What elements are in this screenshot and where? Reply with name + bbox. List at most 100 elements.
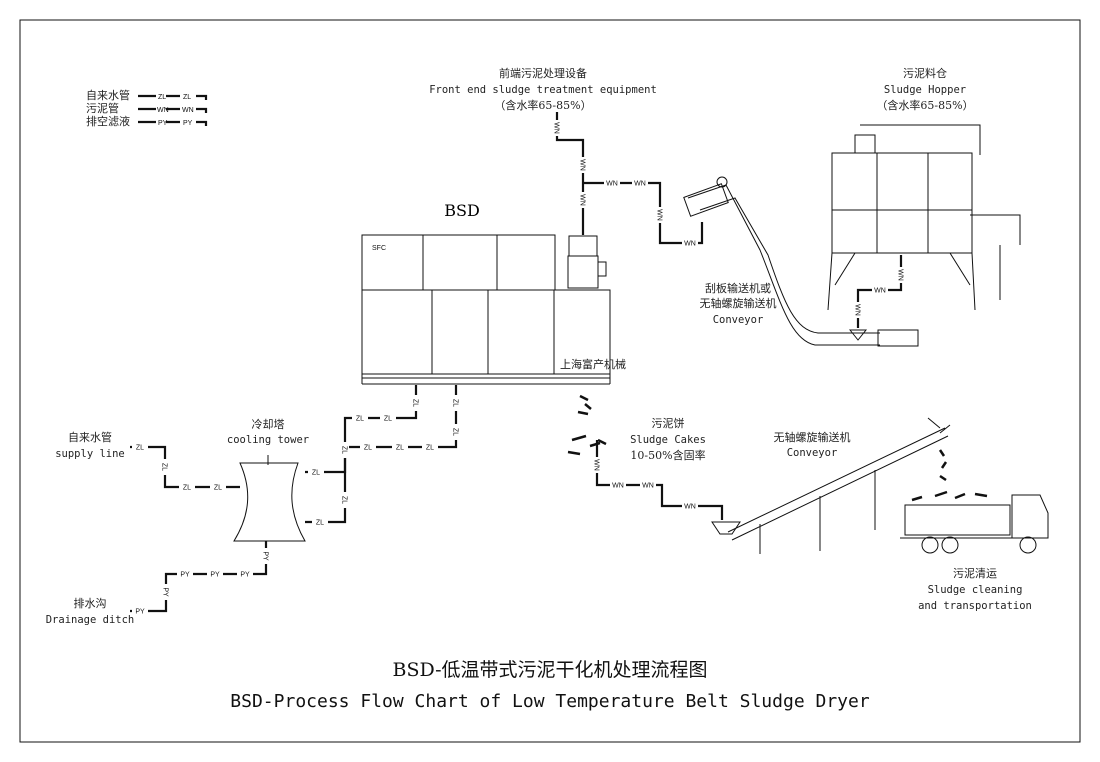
- bsd-dryer: BSD SFC 上海富产机械: [361, 201, 626, 385]
- pipe-tag: WN: [606, 181, 618, 188]
- pipe-tag: WN: [874, 288, 886, 295]
- title-en: BSD-Process Flow Chart of Low Temperatur…: [230, 691, 870, 712]
- pipe-tag: ZL: [312, 470, 320, 477]
- pipe-tag: WN: [684, 504, 696, 511]
- front-end-note: （含水率65-85%）: [494, 98, 591, 112]
- sludge-hopper: [827, 124, 1021, 311]
- pipe-tag-bg: [452, 395, 460, 411]
- pipe-tag-bg: [682, 502, 698, 510]
- pipe-tag: ZL: [364, 445, 372, 452]
- pipe-tag-bg: [422, 443, 438, 451]
- sfc-label: SFC: [372, 245, 386, 252]
- scraper-cn2: 无轴螺旋输送机: [700, 296, 777, 310]
- screw-en: Conveyor: [787, 447, 838, 459]
- pipe-tag-bg: [854, 302, 862, 318]
- pipe-tag-bg: [162, 584, 170, 600]
- front-end-label: 前端污泥处理设备 Front end sludge treatment equi…: [429, 66, 657, 112]
- pipe-tag-bg: [132, 443, 148, 451]
- legend-code: ZL: [158, 94, 166, 101]
- pipe-tag: WN: [579, 159, 586, 171]
- cooling-tower: 冷却塔 cooling tower: [227, 418, 309, 542]
- pipe-tag-bg: [179, 483, 195, 491]
- pipe-tag: WN: [553, 122, 560, 134]
- sludge-cakes: 污泥饼 Sludge Cakes 10-50%含固率: [567, 394, 706, 462]
- pipe-tag-bg: [632, 179, 648, 187]
- pipe-tag-bg: [872, 286, 888, 294]
- pipe-tag-bg: [412, 395, 420, 411]
- pipe-tag: ZL: [452, 399, 459, 407]
- pipe-tag-bg: [360, 443, 376, 451]
- pipe-tag-bg: [132, 607, 148, 615]
- pipe-tag: ZL: [452, 428, 459, 436]
- pipe-tag-bg: [579, 157, 587, 173]
- pipe-tag: ZL: [341, 446, 348, 454]
- pipe-tag-bg: [312, 518, 328, 526]
- legend-code: ZL: [183, 94, 191, 101]
- pipe-tag-bg: [897, 267, 905, 283]
- legend-code: PY: [158, 120, 168, 127]
- pipe-tag: ZL: [341, 496, 348, 504]
- pipe-tag: PY: [162, 587, 169, 597]
- hopper-label: 污泥料仓 Sludge Hopper （含水率65-85%）: [876, 66, 973, 112]
- pipe-tag-bg: [640, 481, 656, 489]
- screw-conveyor: 无轴螺旋输送机 Conveyor: [711, 417, 951, 554]
- pipe-tag: ZL: [214, 485, 222, 492]
- pipe-tag: ZL: [412, 399, 419, 407]
- pipe-tag: ZL: [396, 445, 404, 452]
- pipe-tag: PY: [262, 551, 269, 561]
- pipe-tag: WN: [579, 194, 586, 206]
- cakes-cn: 污泥饼: [652, 416, 685, 430]
- drainage-en: Drainage ditch: [46, 614, 135, 626]
- legend-code: WN: [182, 107, 194, 114]
- pipe-tag-bg: [308, 468, 324, 476]
- water-supply-pipe: [130, 445, 240, 489]
- pipe-tag: ZL: [426, 445, 434, 452]
- pipe-tag-bg: [237, 570, 253, 578]
- pipe-tag-bg: [262, 548, 270, 564]
- pipe-tag-bg: [177, 570, 193, 578]
- pipe-tag-bg: [579, 192, 587, 208]
- pipe-tag-bg: [610, 481, 626, 489]
- sludge-pipe-cakes: [595, 440, 724, 520]
- pipe-tag-bg: [553, 120, 561, 136]
- pipe-tag: ZL: [183, 485, 191, 492]
- legend-code: WN: [157, 107, 169, 114]
- pipe-tag-bg: [604, 179, 620, 187]
- cooling-tower-cn: 冷却塔: [252, 418, 285, 431]
- legend-label-drain: 排空滤液: [86, 114, 130, 128]
- supply-line-en: supply line: [55, 448, 125, 460]
- pipe-tag: WN: [656, 209, 663, 221]
- water-pipe-a: [305, 385, 418, 474]
- cakes-en: Sludge Cakes: [630, 434, 706, 446]
- pipe-tag-bg: [341, 442, 349, 458]
- pipe-tag: ZL: [136, 445, 144, 452]
- front-end-cn: 前端污泥处理设备: [499, 66, 587, 80]
- pipe-tag-bg: [392, 443, 408, 451]
- title-cn: BSD-低温带式污泥干化机处理流程图: [393, 659, 708, 681]
- pipe-tag: WN: [854, 304, 861, 316]
- maker-label: 上海富产机械: [560, 357, 626, 371]
- page-border: [19, 19, 1081, 743]
- legend-code: PY: [183, 120, 193, 127]
- pipe-tag-bg: [210, 483, 226, 491]
- drainage-cn: 排水沟: [74, 596, 107, 610]
- pipe-tag: WN: [612, 483, 624, 490]
- legend-label-sludge: 污泥管: [86, 101, 119, 115]
- pipe-tag-bg: [207, 570, 223, 578]
- pipe-tag-bg: [341, 492, 349, 508]
- legend-label-water: 自来水管: [86, 88, 130, 102]
- pipe-tag-bg: [380, 414, 396, 422]
- pipe-tag: WN: [897, 269, 904, 281]
- pipe-tag: WN: [642, 483, 654, 490]
- scraper-conveyor: 刮板输送机或 无轴螺旋输送机 Conveyor: [683, 176, 919, 347]
- cooling-tower-en: cooling tower: [227, 434, 309, 446]
- pipe-tag: WN: [684, 241, 696, 248]
- front-end-en: Front end sludge treatment equipment: [429, 84, 657, 96]
- water-pipe-b: [305, 385, 458, 524]
- pipe-tag: PY: [240, 572, 250, 579]
- pipe-tag: ZL: [161, 463, 168, 471]
- pipe-tag-bg: [682, 239, 698, 247]
- pipe-tag: WN: [593, 459, 600, 471]
- bsd-title: BSD: [444, 201, 480, 220]
